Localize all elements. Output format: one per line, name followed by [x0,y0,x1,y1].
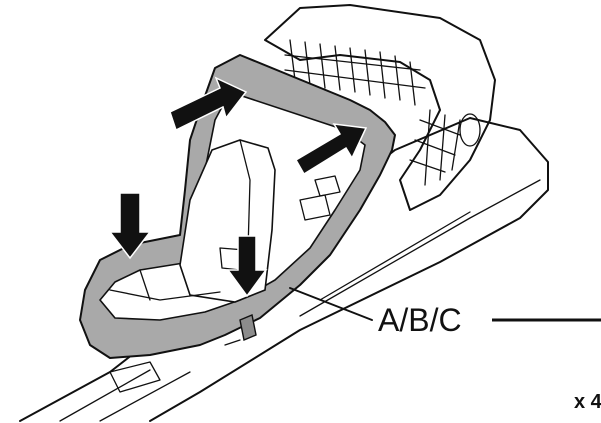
push-down-arrow-left [108,192,152,260]
push-down-arrow-right [226,235,268,298]
rear-bracket [264,4,496,211]
callout-label: A/B/C [378,302,462,338]
callout-leader [289,287,373,321]
push-in-arrow-left [169,76,248,132]
push-in-arrow-right [294,123,368,176]
quantity-label: x 4 [574,391,601,413]
